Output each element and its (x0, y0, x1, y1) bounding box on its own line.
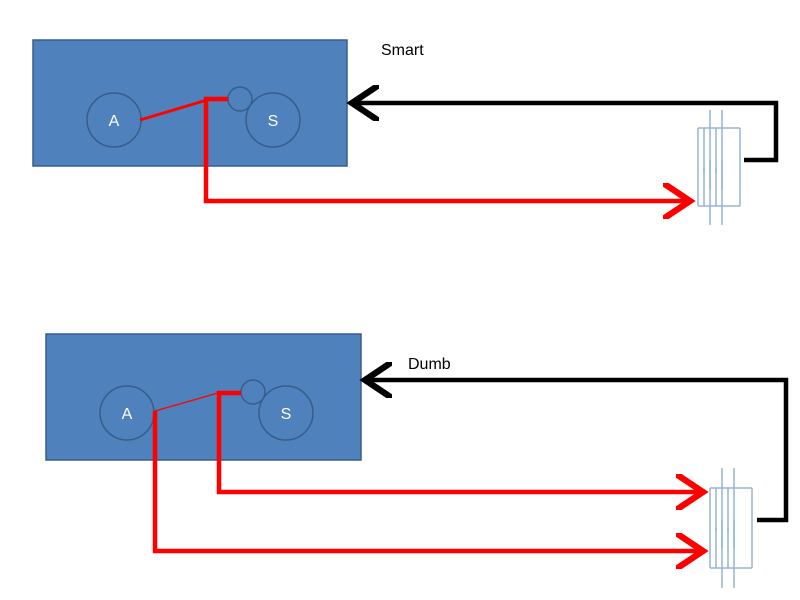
smart-circle-s (245, 92, 301, 148)
dumb-circle-a-label: A (122, 406, 133, 423)
dumb-circle-s (258, 385, 314, 441)
smart-red-link-a (139, 98, 208, 122)
smart-diagram-label: Smart (381, 42, 424, 59)
smart-small-contact-circle (227, 86, 253, 112)
dumb-circle-s-label: S (281, 406, 292, 423)
smart-device-box (32, 39, 348, 167)
smart-diagram: Smart A S (32, 39, 779, 225)
dumb-red-wire-a (152, 411, 703, 551)
smart-circle-s-label: S (268, 113, 279, 130)
dumb-red-link-a (154, 392, 219, 412)
dumb-diagram: Dumb A S (45, 333, 789, 588)
dumb-diagram-label: Dumb (408, 356, 451, 373)
smart-black-wire (352, 103, 779, 163)
smart-battery-icon (697, 110, 741, 225)
dumb-small-contact-circle (240, 379, 266, 405)
dumb-red-wire-switch (216, 390, 703, 492)
smart-red-wire (203, 96, 690, 201)
dumb-black-wire (365, 380, 789, 523)
dumb-battery-icon (709, 468, 753, 588)
smart-circle-a-label: A (109, 113, 120, 130)
